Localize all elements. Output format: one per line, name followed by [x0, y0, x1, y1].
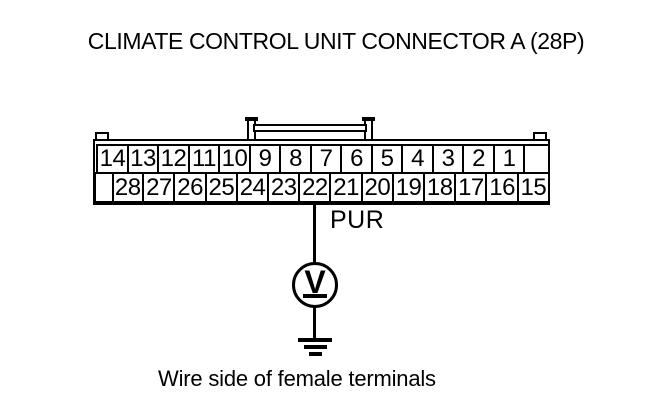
- latch-bar: [253, 124, 367, 132]
- pin-cell-2: 2: [462, 144, 495, 174]
- wire-from-pin22: [312, 203, 316, 264]
- pin-cell-19: 19: [391, 172, 426, 203]
- diagram-title: CLIMATE CONTROL UNIT CONNECTOR A (28P): [87, 28, 585, 54]
- voltmeter-letter: V: [304, 264, 326, 300]
- pin-cell-18: 18: [423, 172, 457, 203]
- pin-cell-5: 5: [370, 144, 404, 174]
- voltmeter-icon: V: [292, 262, 338, 308]
- pin-cell-13: 13: [126, 144, 160, 174]
- pin-cell-26: 26: [173, 172, 207, 203]
- pin-cell-9: 9: [248, 144, 282, 174]
- pin-cell-6: 6: [340, 144, 373, 174]
- pin-cell-14: 14: [96, 144, 129, 174]
- ground-icon-bar2: [304, 345, 327, 349]
- pin-cell-28: 28: [111, 172, 145, 203]
- pin-cell-3: 3: [431, 144, 465, 174]
- pin-cell-1: 1: [492, 144, 526, 174]
- pin-cell-27: 27: [142, 172, 176, 203]
- pin-cell-11: 11: [187, 144, 221, 174]
- housing-blank-bottom-left: [94, 172, 114, 203]
- housing-tab-right: [533, 132, 547, 141]
- pin-cell-4: 4: [401, 144, 434, 174]
- caption: Wire side of female terminals: [158, 366, 436, 391]
- pin-cell-16: 16: [485, 172, 519, 203]
- wire-to-ground: [312, 305, 316, 340]
- pin-cell-8: 8: [279, 144, 312, 174]
- pin-cell-17: 17: [454, 172, 488, 203]
- pin-cell-7: 7: [309, 144, 343, 174]
- pin-cell-15: 15: [516, 172, 551, 203]
- housing-tab-left: [95, 132, 109, 141]
- pin-cell-10: 10: [218, 144, 251, 174]
- wire-color-label: PUR: [330, 206, 385, 234]
- voltmeter-underline: [303, 294, 327, 298]
- ground-icon: [298, 338, 332, 342]
- pin-cell-12: 12: [157, 144, 190, 174]
- ground-icon-bar3: [309, 352, 322, 356]
- pin-cell-21: 21: [329, 172, 363, 203]
- pin-cell-22: 22: [298, 172, 332, 203]
- housing-blank-top-right: [523, 144, 550, 174]
- pin-cell-20: 20: [360, 172, 395, 203]
- pin-cell-24: 24: [235, 172, 270, 203]
- pin-cell-23: 23: [267, 172, 301, 203]
- pin-cell-25: 25: [204, 172, 239, 203]
